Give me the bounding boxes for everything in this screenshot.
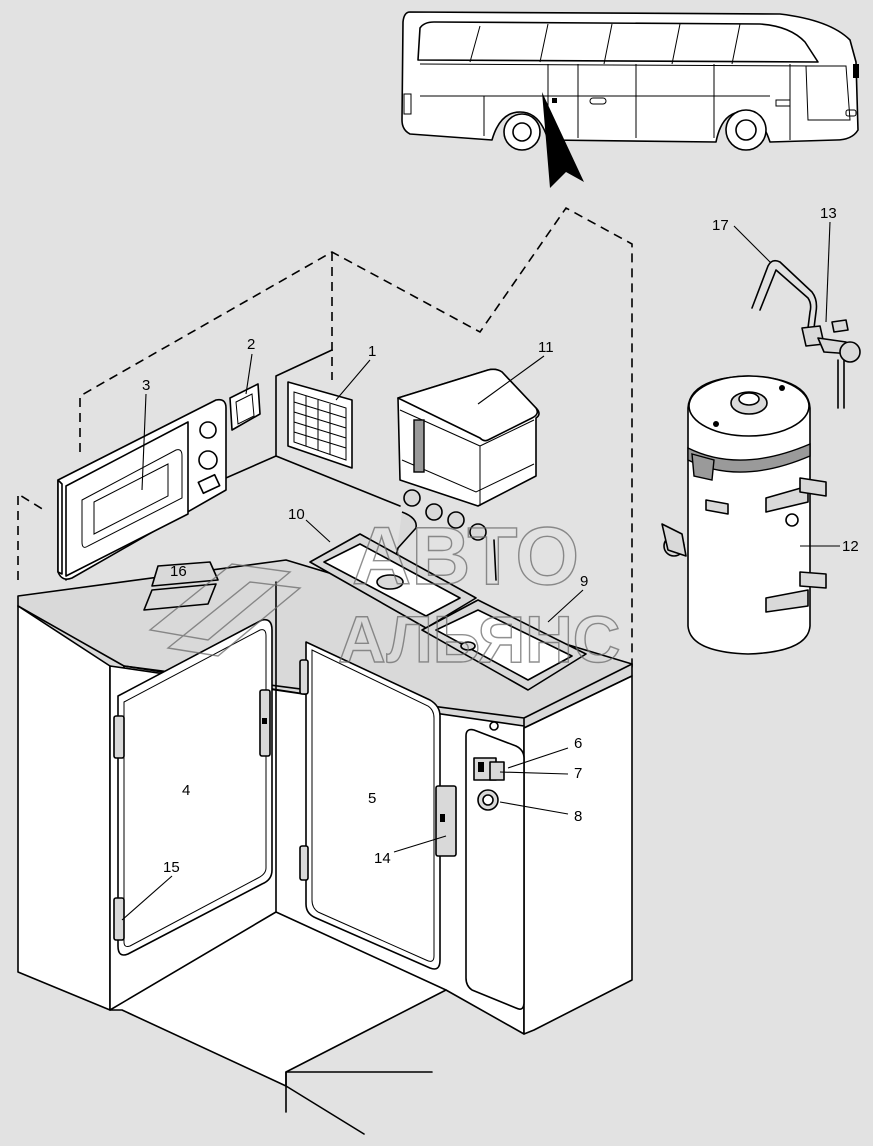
callout-5: 5 — [368, 790, 376, 807]
air-vent — [287, 381, 353, 469]
callout-7: 7 — [574, 765, 582, 782]
callout-10: 10 — [288, 506, 305, 523]
callout-12: 12 — [842, 538, 859, 555]
callout-1: 1 — [368, 343, 376, 360]
watermark-line2: АЛЬЯНС — [338, 602, 620, 676]
leader-lines — [121, 221, 840, 921]
callout-13: 13 — [820, 205, 837, 222]
sink-9 — [421, 599, 587, 691]
callout-9: 9 — [580, 573, 588, 590]
cabinet — [17, 559, 633, 1135]
callout-3: 3 — [142, 377, 150, 394]
callout-17: 17 — [712, 217, 729, 234]
callout-16: 16 — [170, 563, 187, 580]
callout-15: 15 — [163, 859, 180, 876]
callout-6: 6 — [574, 735, 582, 752]
water-heater — [661, 375, 827, 655]
watermark-line1: АВТО — [352, 511, 579, 602]
callout-4: 4 — [182, 782, 190, 799]
watermark: АВТО АЛЬЯНС — [148, 510, 621, 677]
wall-switch — [229, 383, 261, 431]
callout-labels: 1 2 3 4 5 6 7 8 9 10 11 12 13 14 15 16 1… — [142, 205, 859, 876]
callout-8: 8 — [574, 808, 582, 825]
faucet — [751, 259, 861, 409]
callout-11: 11 — [538, 339, 554, 356]
water-unit — [395, 368, 540, 581]
sink-10 — [309, 533, 477, 629]
callout-2: 2 — [247, 336, 255, 353]
bus-illustration — [401, 11, 859, 188]
dashed-outline — [17, 206, 633, 668]
callout-14: 14 — [374, 850, 391, 867]
